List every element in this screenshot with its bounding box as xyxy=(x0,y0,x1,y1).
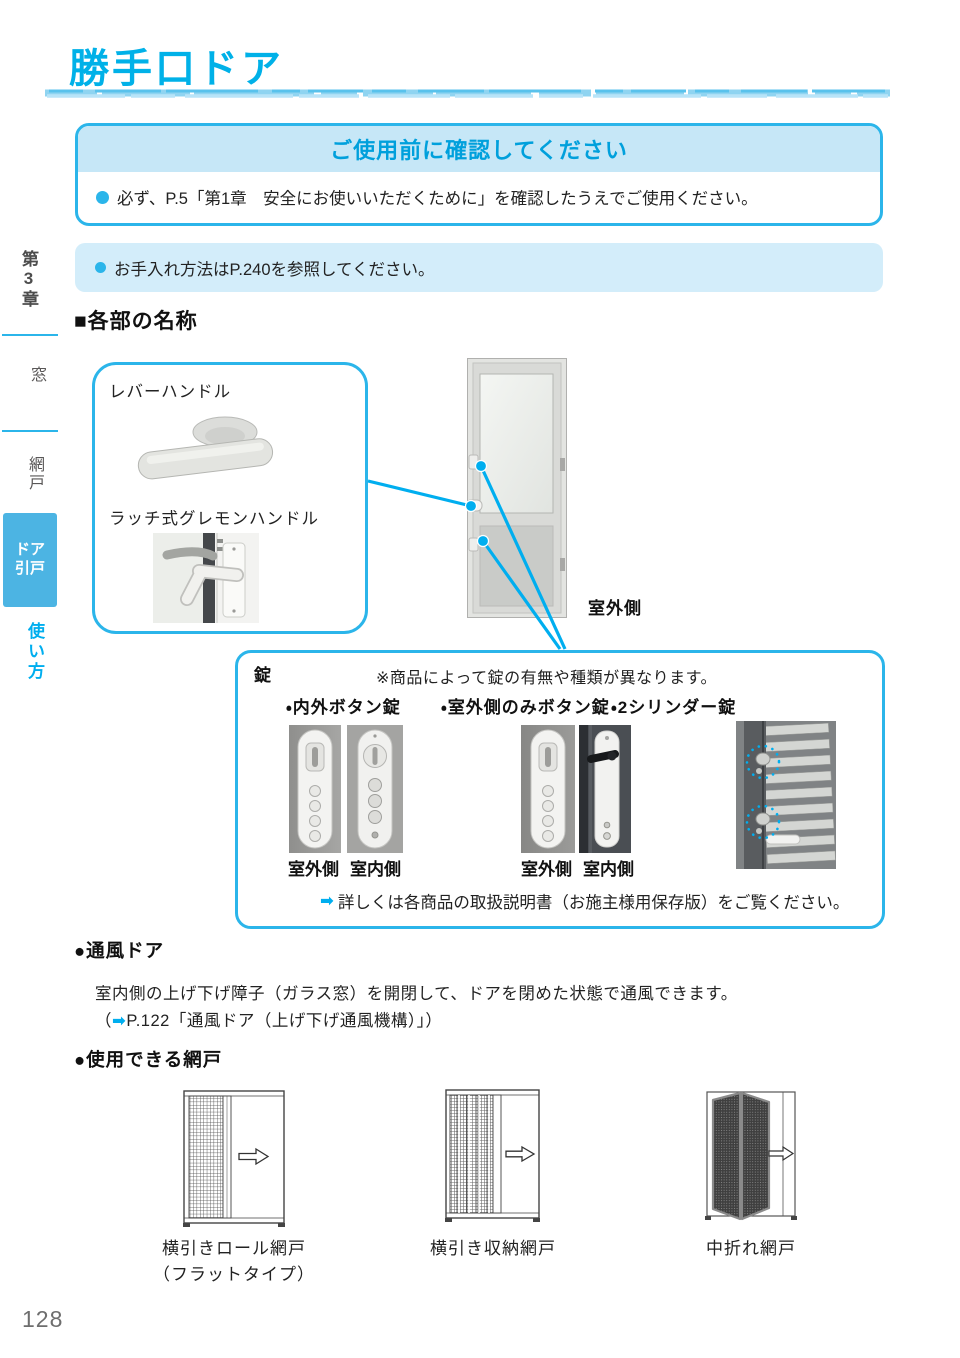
sidebar-tab-door-line1: ドア xyxy=(14,541,45,559)
pair2-indoor-label: 室内側 xyxy=(583,860,634,879)
lock-box-title: 錠 xyxy=(254,666,272,685)
roll-screen-label-line1: 横引きロール網戸 xyxy=(162,1239,306,1258)
handle-callout-box: レバーハンドル ラッチ式グレモンハンドル xyxy=(92,362,368,634)
page-number: 128 xyxy=(22,1306,64,1332)
folding-screen-diagram xyxy=(705,1091,797,1221)
care-note-text: お手入れ方法はP.240を参照してください。 xyxy=(114,260,435,279)
pair1-indoor-label: 室内側 xyxy=(350,860,401,879)
sidebar-chapter-label: 第3章 xyxy=(19,250,38,309)
ventilation-reference: （➡P.122「通風ドア（上げ下げ通風機構）」） xyxy=(95,1007,442,1031)
ventilation-heading: ●通風ドア xyxy=(74,940,165,961)
folding-screen-label: 中折れ網戸 xyxy=(706,1239,796,1258)
sidebar-divider xyxy=(2,430,58,432)
reference-arrow-icon: ➡ xyxy=(320,892,334,910)
roll-screen-label-line2: （フラットタイプ） xyxy=(153,1265,315,1285)
lever-handle-image xyxy=(137,416,274,480)
screens-heading: ●使用できる網戸 xyxy=(74,1049,223,1070)
bullet-icon xyxy=(95,262,106,273)
pleated-screen-diagram xyxy=(445,1089,540,1222)
sidebar-tab-door: ドア 引戸 xyxy=(3,513,57,607)
sidebar-item-window: 窓 xyxy=(28,366,45,384)
roll-screen-label: 横引きロール網戸 （フラットタイプ） xyxy=(144,1236,324,1289)
pre-use-notice-box: ご使用前に確認してください 必ず、P.5「第1章 安全にお使いいただくために」を… xyxy=(75,123,883,226)
pleated-screen-label: 横引き収納網戸 xyxy=(430,1239,556,1258)
bullet-icon xyxy=(96,190,109,204)
latch-handle-image xyxy=(153,533,259,623)
parts-section-heading: ■各部の名称 xyxy=(74,310,198,333)
pair1-outdoor-label: 室外側 xyxy=(288,860,339,879)
outdoor-only-lock-indoor-image xyxy=(579,725,631,853)
lock-type-two-cylinder: ・2シリンダー錠 xyxy=(611,698,737,717)
sidebar-divider xyxy=(2,334,58,336)
button-lock-outdoor-image xyxy=(289,725,341,853)
door-outdoor-side-label: 室外側 xyxy=(588,599,642,618)
title-underline-decoration xyxy=(45,89,890,98)
lock-box-note: ※商品によって錠の有無や種類が異なります。 xyxy=(376,670,718,687)
lock-callout-box: 錠 ※商品によって錠の有無や種類が異なります。 ・内外ボタン錠 ・室外側のみボタ… xyxy=(235,650,885,929)
lock-box-footer-text: 詳しくは各商品の取扱説明書（お施主様用保存版）をご覧ください。 xyxy=(337,894,850,912)
lock-type-inout-button: ・内外ボタン錠 xyxy=(286,698,401,717)
latch-handle-label: ラッチ式グレモンハンドル xyxy=(109,510,319,528)
ventilation-body: 室内側の上げ下げ障子（ガラス窓）を開閉して、ドアを閉めた状態で通風できます。 xyxy=(95,985,738,1003)
notice-box-body: 必ず、P.5「第1章 安全にお使いいただくために」を確認したうえでご使用ください… xyxy=(117,190,758,208)
ventilation-ref-text: P.122「通風ドア（上げ下げ通風機構）」） xyxy=(126,1012,443,1030)
lock-type-outdoor-button: ・室外側のみボタン錠 xyxy=(441,698,610,717)
sidebar-tab-door-line2: 引戸 xyxy=(14,560,45,577)
pair2-outdoor-label: 室外側 xyxy=(521,860,572,879)
outdoor-only-lock-outdoor-image xyxy=(521,725,575,853)
two-cylinder-lock-image xyxy=(736,721,836,869)
reference-arrow-icon: ➡ xyxy=(112,1012,127,1030)
ref-open-paren: （ xyxy=(95,1012,112,1030)
page-title: 勝手口ドア xyxy=(69,47,284,91)
roll-screen-diagram xyxy=(183,1090,285,1227)
button-lock-indoor-image xyxy=(347,725,403,853)
lever-handle-label: レバーハンドル xyxy=(109,383,232,401)
notice-box-title: ご使用前に確認してください xyxy=(78,126,880,172)
sidebar-item-screen: 網戸 xyxy=(26,456,43,492)
sidebar-usage-label: 使い方 xyxy=(25,622,44,682)
care-note-band: お手入れ方法はP.240を参照してください。 xyxy=(75,243,883,292)
door-image xyxy=(467,358,567,618)
